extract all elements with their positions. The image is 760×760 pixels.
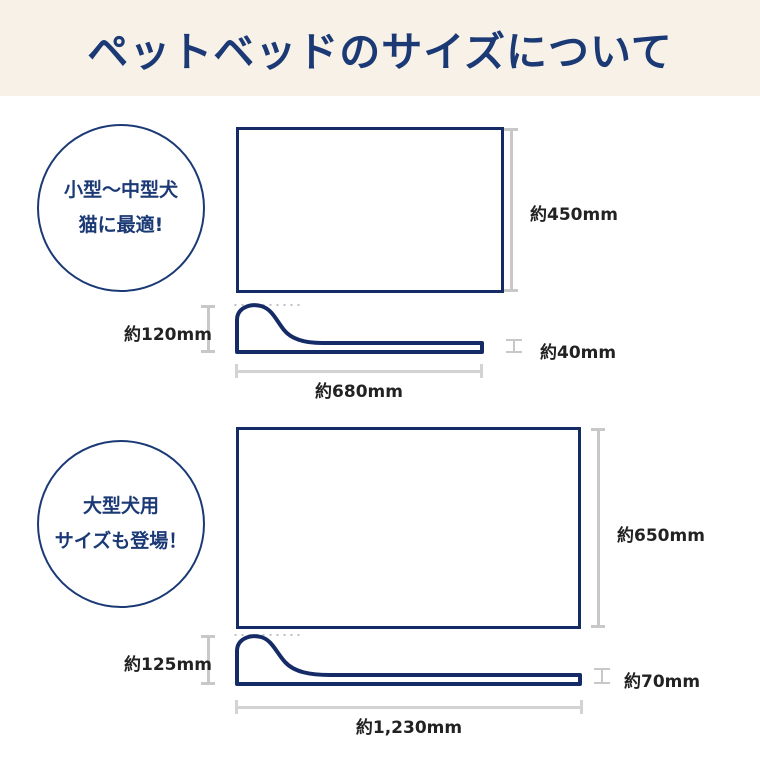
bed-side-profile-small <box>230 300 490 356</box>
dimension-line-depth-small <box>504 128 518 292</box>
page-title: ペットベッドのサイズについて <box>87 28 673 76</box>
label-thickness-large: 約70mm <box>624 672 701 692</box>
label-depth-small: 約450mm <box>530 205 618 225</box>
badge-large-dog: 大型犬用 サイズも登場！ <box>37 440 205 608</box>
dimension-line-bolster-large <box>201 635 215 685</box>
badge-large-line2: サイズも登場！ <box>54 530 188 552</box>
bed-top-view-small <box>236 127 504 293</box>
label-width-small: 約680mm <box>315 382 403 402</box>
badge-small-dog: 小型〜中型犬 猫に最適! <box>37 124 205 292</box>
label-width-large: 約1,230mm <box>355 718 463 738</box>
label-bolster-height-large: 約125mm <box>124 655 212 675</box>
dimension-line-thickness-large <box>594 668 610 684</box>
leader-line-large <box>232 634 304 636</box>
badge-small-line1: 小型〜中型犬 <box>63 179 178 201</box>
header-band <box>0 0 760 96</box>
dimension-line-depth-large <box>591 428 605 628</box>
badge-small-line2: 猫に最適! <box>78 214 164 236</box>
leader-line-small <box>232 304 304 306</box>
dimension-line-bolster-small <box>201 305 215 353</box>
badge-large-line1: 大型犬用 <box>82 495 159 517</box>
label-depth-large: 約650mm <box>617 526 705 546</box>
bed-side-profile-large <box>230 630 588 690</box>
dimension-line-thickness-small <box>506 339 522 353</box>
bed-top-view-large <box>236 427 581 629</box>
label-thickness-small: 約40mm <box>540 343 617 363</box>
dimension-line-width-large <box>235 700 583 714</box>
label-bolster-height-small: 約120mm <box>124 325 212 345</box>
dimension-line-width-small <box>235 364 483 378</box>
